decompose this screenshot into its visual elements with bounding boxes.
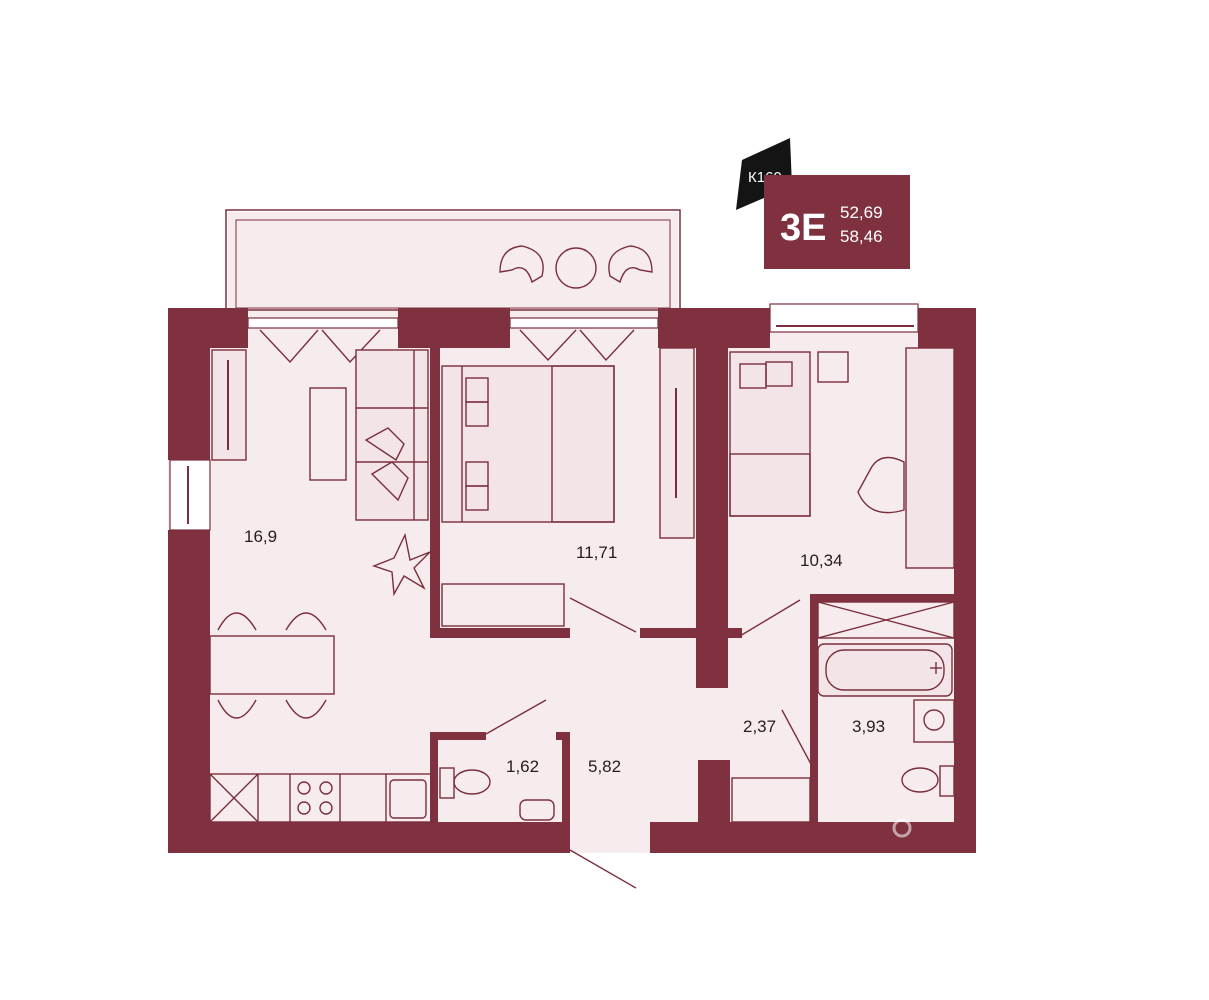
area-label-bedroom2: 10,34 xyxy=(800,551,843,570)
location-pin-icon xyxy=(892,818,912,838)
balcony-chair-right xyxy=(608,245,653,284)
tv-stand xyxy=(309,387,347,481)
area-label-bedroom1: 11,71 xyxy=(576,543,617,562)
nightstand xyxy=(817,351,849,383)
area-total: 58,46 xyxy=(840,227,883,246)
watermark: ЦИАН xyxy=(892,818,1019,893)
bedroom2-furniture xyxy=(729,347,955,637)
bathtub xyxy=(817,643,953,697)
balcony-table xyxy=(555,247,597,289)
windows xyxy=(169,303,919,531)
sofa xyxy=(355,349,429,521)
bath-toilet xyxy=(901,767,939,793)
washer-box xyxy=(817,601,955,639)
rack-corridor xyxy=(731,777,811,823)
living-furniture xyxy=(209,349,433,823)
walls xyxy=(168,308,976,853)
bathroom-fixtures xyxy=(817,601,955,797)
double-bed xyxy=(441,365,615,523)
apartment-badge: К160 3E 52,69 58,46 xyxy=(736,138,910,269)
room-labels: 16,9 11,71 10,34 1,62 5,82 2,37 3,93 xyxy=(244,527,885,776)
hallway-fixtures xyxy=(439,699,813,889)
area-label-corridor: 2,37 xyxy=(743,717,776,736)
sink xyxy=(389,779,427,819)
plant xyxy=(371,532,431,597)
single-bed xyxy=(729,351,811,517)
desk-chair xyxy=(857,456,905,514)
balcony-chair-left xyxy=(499,245,544,284)
area-label-living: 16,9 xyxy=(244,527,277,546)
area-label-bathroom: 3,93 xyxy=(852,717,885,736)
area-label-wc: 1,62 xyxy=(506,757,539,776)
desk xyxy=(905,347,955,569)
area-label-hallway: 5,82 xyxy=(588,757,621,776)
area-living: 52,69 xyxy=(840,203,883,222)
kitchen-counter xyxy=(209,773,433,823)
dining-table xyxy=(209,635,335,695)
wc-sink xyxy=(519,799,555,821)
watermark-text: ЦИАН xyxy=(918,853,1019,893)
bedroom1-furniture xyxy=(441,347,695,633)
bath-sink xyxy=(913,699,955,743)
rack-bedroom1 xyxy=(441,583,565,627)
apartment-type: 3E xyxy=(780,207,826,249)
badge-box xyxy=(764,175,910,269)
